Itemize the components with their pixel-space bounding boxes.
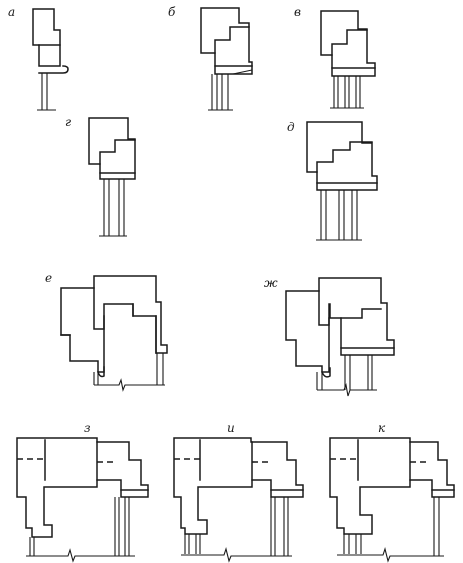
panel-label-zh: ж <box>264 276 278 290</box>
panel-i-drawing <box>173 437 304 563</box>
panel-d: д <box>287 120 378 241</box>
panel-label-g: г <box>65 115 71 129</box>
panel-label-z: з <box>84 421 91 435</box>
panel-k-drawing <box>329 437 455 563</box>
panel-g-drawing <box>88 117 136 237</box>
panel-a: а <box>8 5 69 111</box>
panel-b-drawing <box>200 7 253 111</box>
panel-label-a: а <box>8 5 15 19</box>
panel-g: г <box>65 115 136 237</box>
panel-label-i: и <box>227 421 235 435</box>
panel-label-v: в <box>294 5 301 19</box>
panel-z: з <box>16 421 149 563</box>
panel-i: и <box>173 421 304 563</box>
panel-v-drawing <box>320 10 376 109</box>
panel-k: к <box>329 421 455 563</box>
panel-label-d: д <box>287 120 295 134</box>
panel-v: в <box>294 5 376 109</box>
panel-label-e: е <box>45 271 52 285</box>
panel-a-drawing <box>32 8 69 111</box>
panel-label-b: б <box>168 5 176 19</box>
panel-label-k: к <box>378 421 386 435</box>
panel-zh-drawing <box>285 277 395 397</box>
panel-b: б <box>168 5 253 111</box>
panel-zh: ж <box>264 276 395 397</box>
panel-z-drawing <box>16 437 149 563</box>
panel-e-drawing <box>60 275 168 392</box>
panel-d-drawing <box>306 121 378 241</box>
panel-e: е <box>45 271 168 392</box>
